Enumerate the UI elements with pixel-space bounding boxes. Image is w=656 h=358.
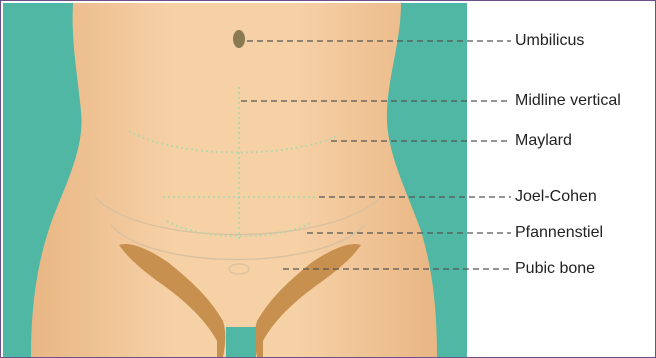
label-maylard: Maylard <box>515 132 572 150</box>
umbilicus-mark <box>233 30 245 48</box>
label-pubic-bone: Pubic bone <box>515 260 595 278</box>
label-midline-vertical: Midline vertical <box>515 92 621 110</box>
torso-shape <box>31 3 437 357</box>
label-umbilicus: Umbilicus <box>515 32 584 50</box>
inner-gap <box>226 327 256 357</box>
label-pfannenstiel: Pfannenstiel <box>515 224 603 242</box>
label-joel-cohen: Joel-Cohen <box>515 188 597 206</box>
